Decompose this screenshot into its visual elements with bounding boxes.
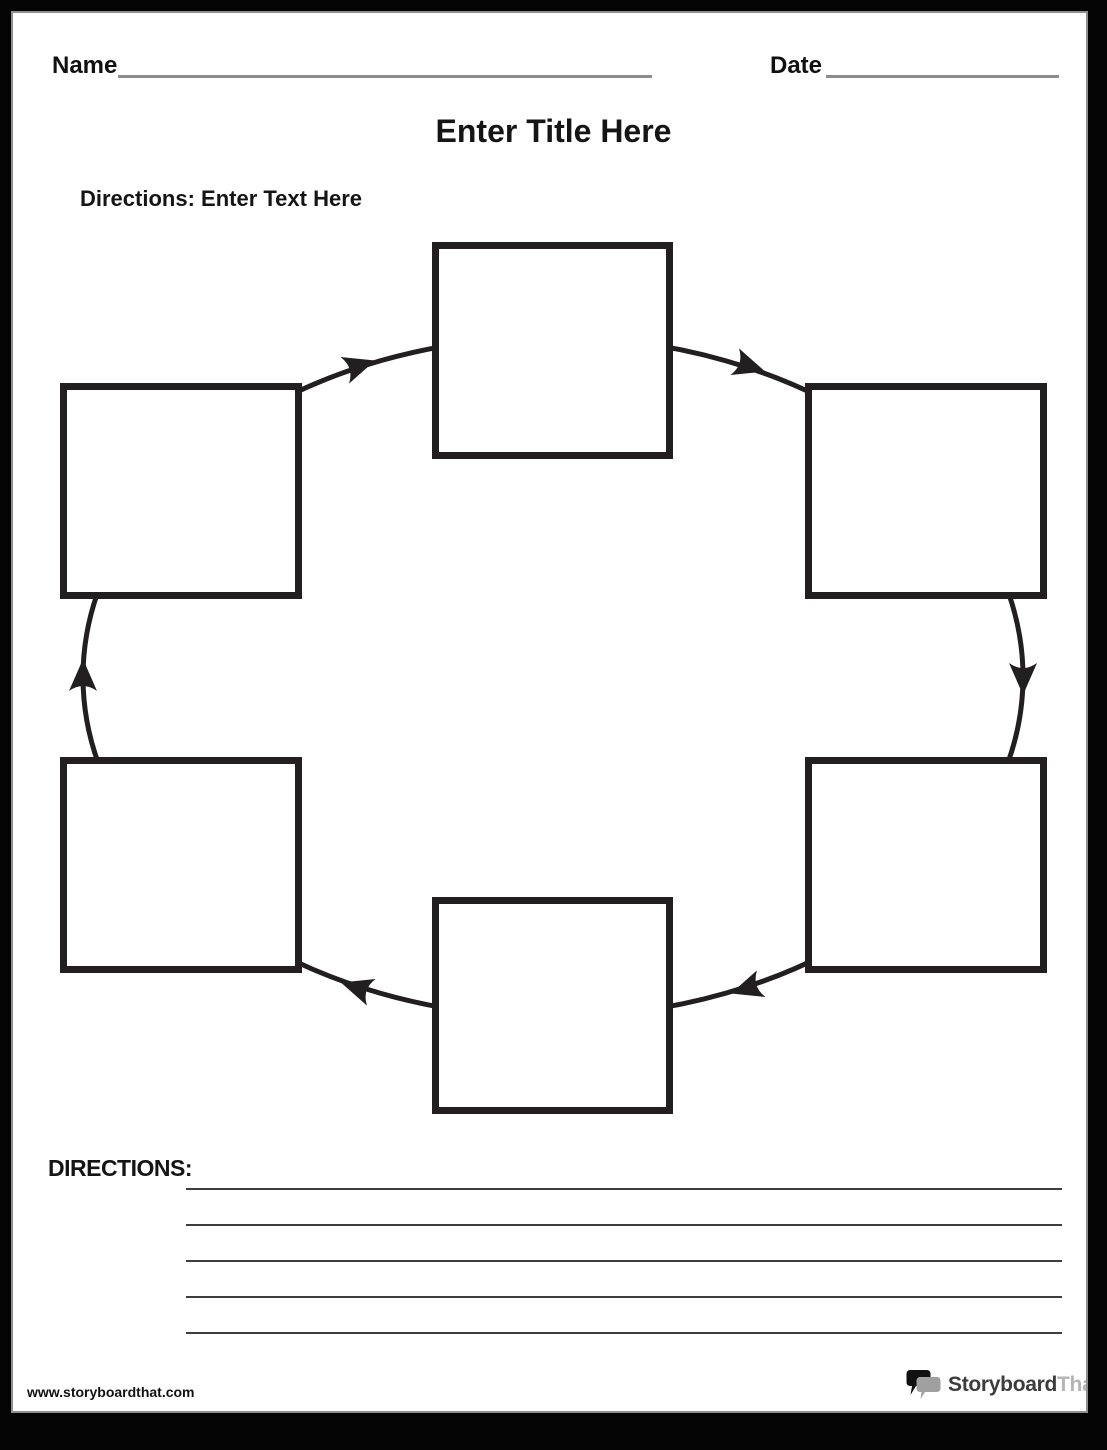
directions-label: DIRECTIONS: <box>48 1155 193 1181</box>
arrowhead-icon <box>340 979 376 1006</box>
logo-text-that: That <box>1057 1373 1101 1396</box>
name-label: Name <box>52 52 118 79</box>
worksheet-title: Enter Title Here <box>435 113 672 149</box>
directions-writing-line[interactable] <box>186 1332 1062 1334</box>
cycle-box-top-right[interactable] <box>805 383 1047 599</box>
directions-writing-line[interactable] <box>186 1296 1062 1298</box>
storyboardthat-logo: StoryboardThat <box>906 1369 1100 1401</box>
cycle-box-bottom-left[interactable] <box>60 757 302 973</box>
directions-lines <box>186 1188 1062 1368</box>
arrowhead-icon <box>730 348 766 375</box>
date-field-line[interactable] <box>826 75 1059 78</box>
cycle-box-top-center[interactable] <box>432 242 673 459</box>
cycle-box-top-left[interactable] <box>60 383 302 599</box>
logo-text-storyboard: Storyboard <box>948 1373 1058 1396</box>
cycle-box-bottom-right[interactable] <box>805 757 1047 973</box>
name-field-line[interactable] <box>118 75 652 78</box>
directions-writing-line[interactable] <box>186 1188 1062 1190</box>
footer-url: www.storyboardthat.com <box>27 1384 195 1400</box>
cycle-box-bottom-center[interactable] <box>432 897 673 1114</box>
arrowhead-icon <box>340 357 376 384</box>
directions-writing-line[interactable] <box>186 1260 1062 1262</box>
directions-inline-text: Directions: Enter Text Here <box>80 186 363 211</box>
directions-writing-line[interactable] <box>186 1224 1062 1226</box>
arrowhead-icon <box>1009 663 1037 695</box>
arrowhead-icon <box>730 970 766 997</box>
date-label: Date <box>770 52 823 79</box>
speech-bubbles-icon <box>906 1370 941 1399</box>
logo-text: StoryboardThat <box>948 1373 1100 1397</box>
arrowhead-icon <box>69 659 97 691</box>
